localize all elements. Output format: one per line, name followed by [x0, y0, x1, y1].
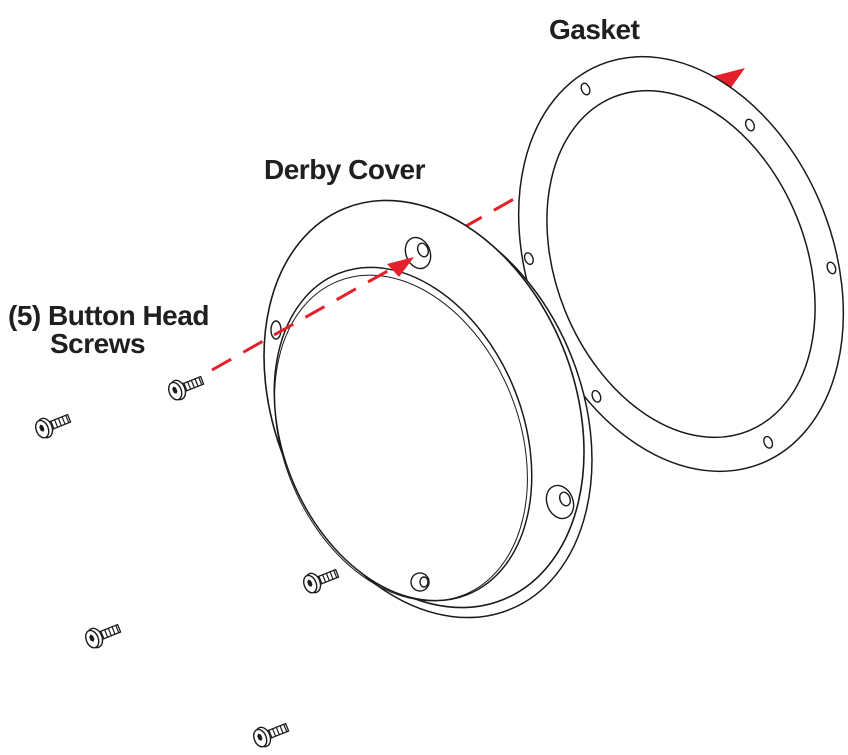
derby-cover-holes — [270, 236, 575, 592]
screw-5 — [250, 717, 292, 751]
screw-3 — [300, 563, 342, 597]
gasket-holes — [523, 82, 837, 449]
screw-1 — [165, 370, 207, 404]
screw-2 — [32, 408, 74, 442]
gasket-inner-edge — [546, 89, 816, 439]
screw-4 — [82, 618, 124, 652]
gasket — [517, 55, 845, 473]
derby-cover-label: Derby Cover — [264, 154, 426, 185]
alignment-dashed-line-over-cover — [273, 262, 401, 337]
screws-label-line-2: Screws — [50, 328, 146, 359]
screws-label-line-1: (5) Button Head — [8, 300, 209, 331]
screws-label: (5) Button Head Screws — [8, 302, 209, 358]
gasket-label: Gasket — [549, 14, 640, 45]
derby-cover — [263, 199, 593, 619]
alignment-arrowhead-cover-front — [387, 257, 414, 277]
alignment-arrowhead-end — [714, 68, 745, 92]
derby-cover-inner-edge — [273, 266, 533, 602]
derby-cover-inner-bevel — [274, 274, 528, 602]
